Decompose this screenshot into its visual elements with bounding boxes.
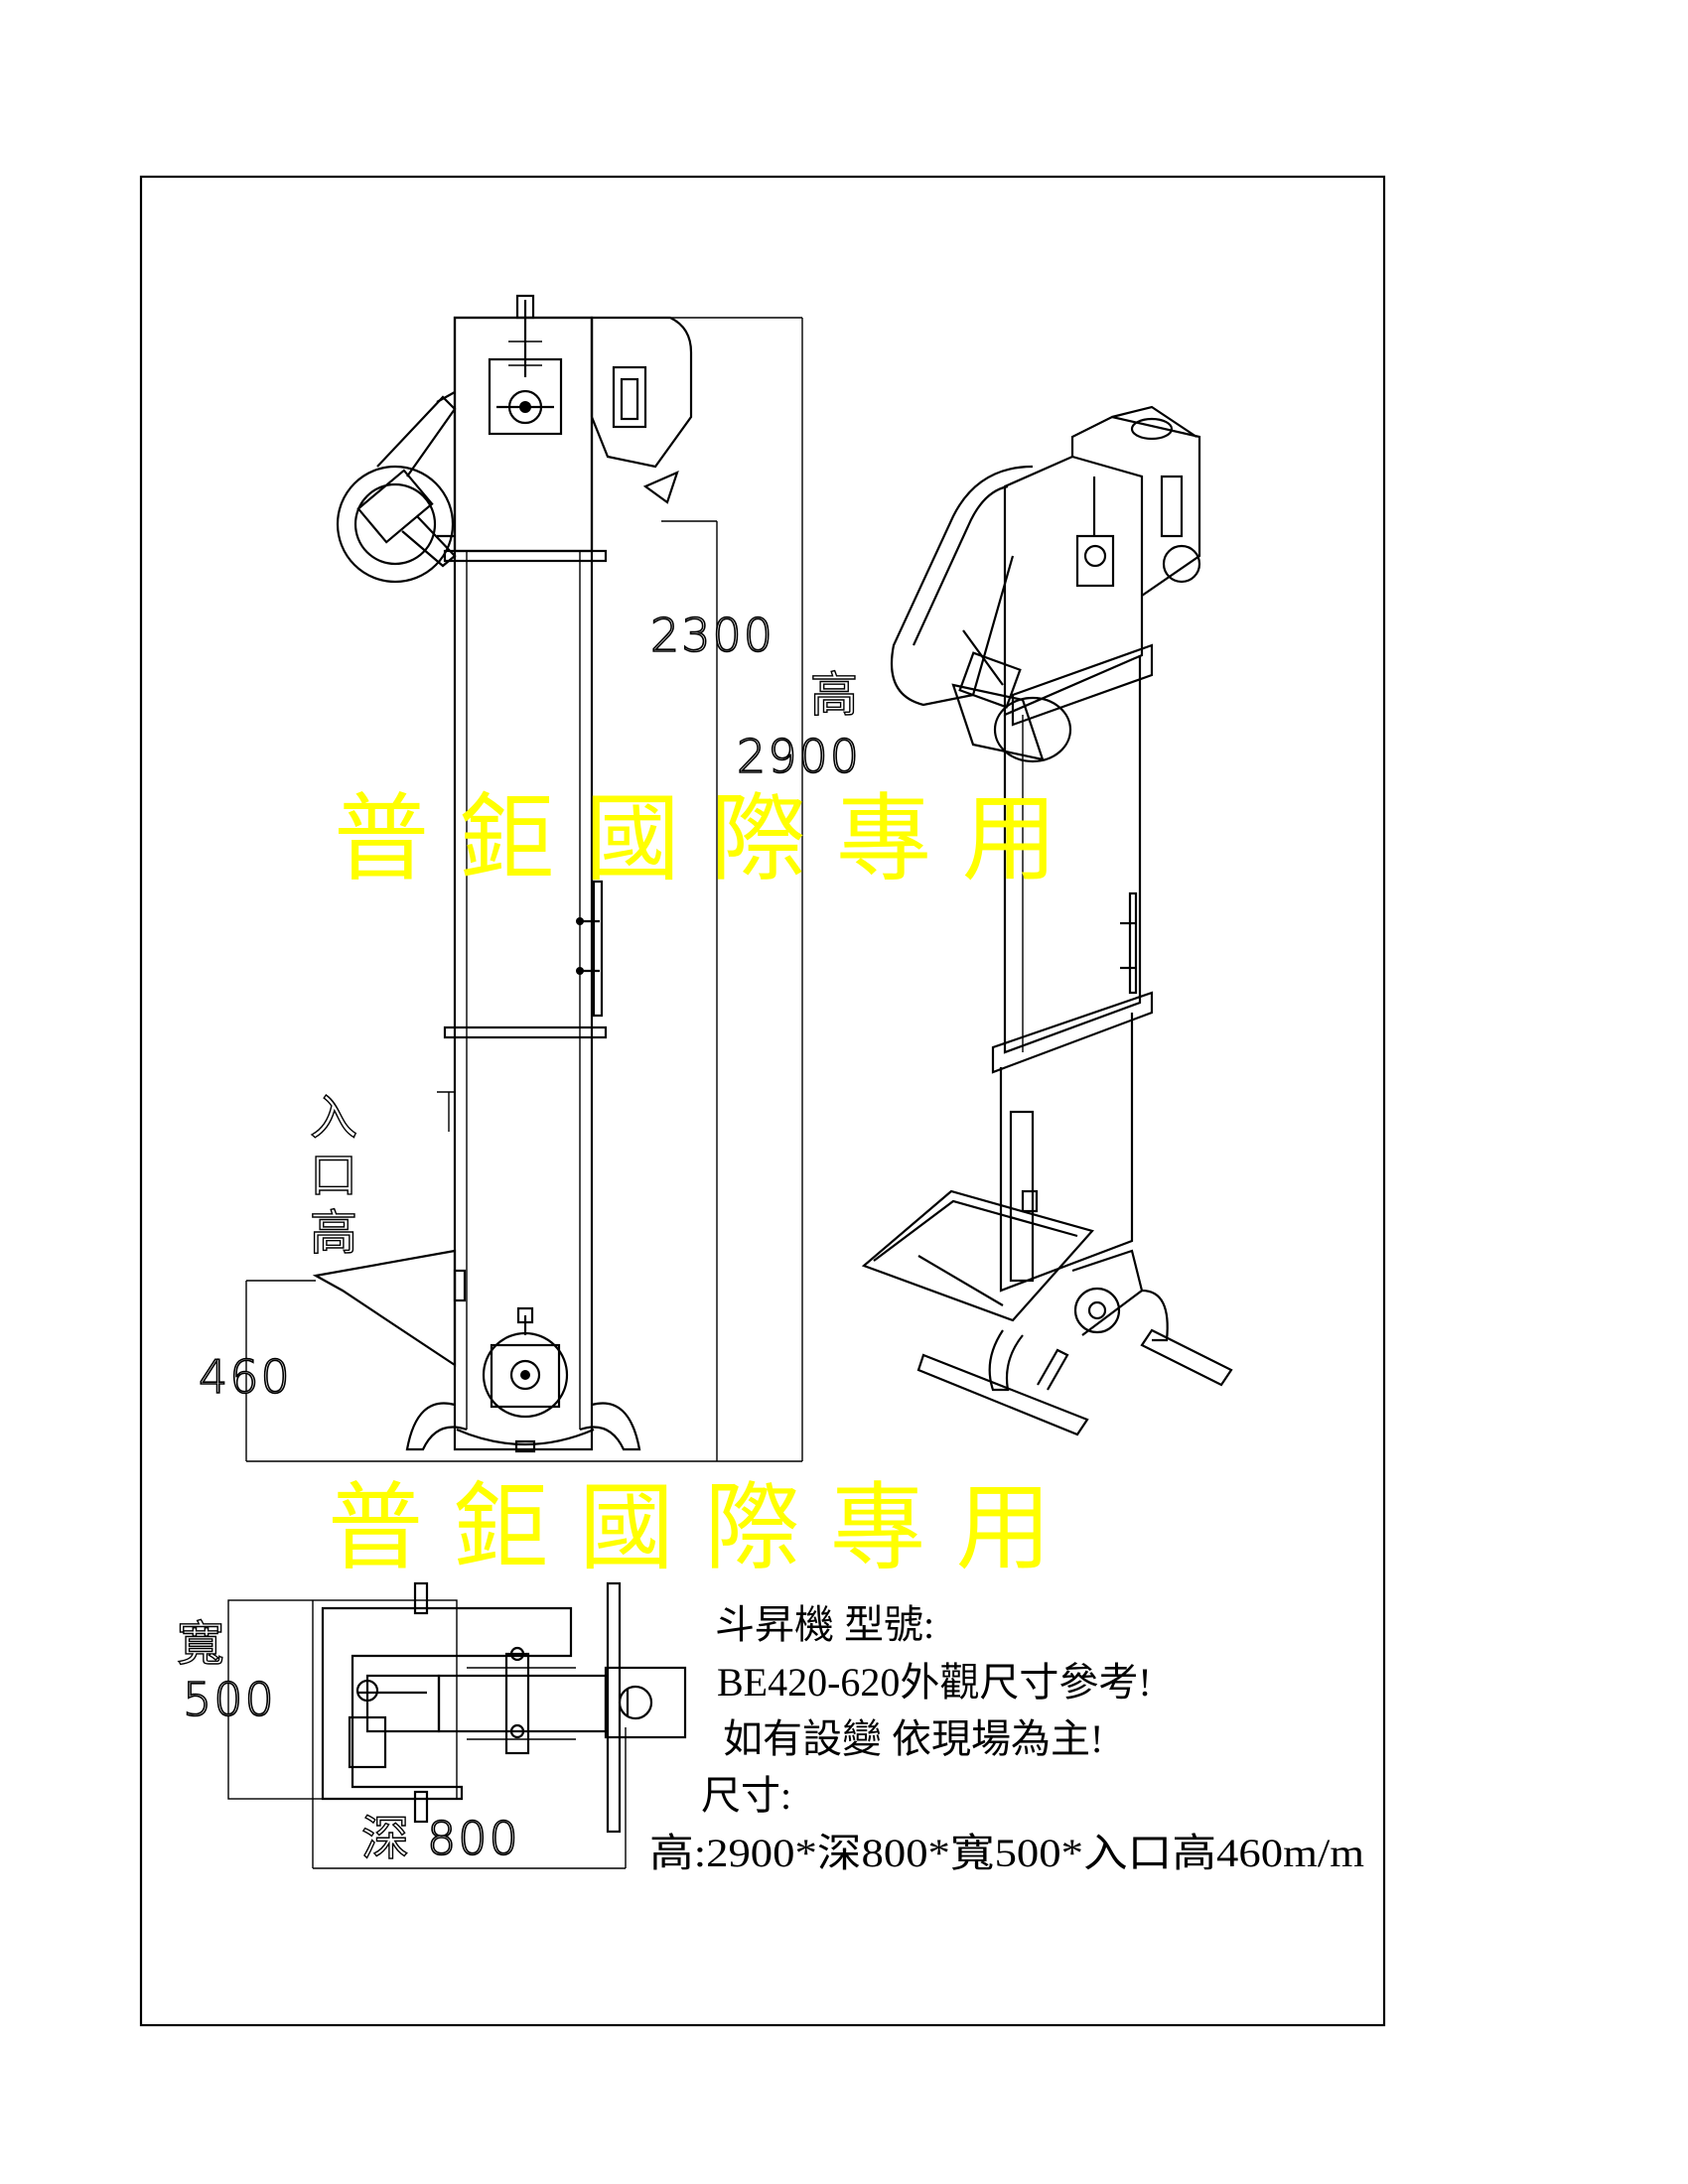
iso-belt-guard [890,465,1034,707]
note-line-2: BE420-620外觀尺寸參考! [717,1660,1152,1705]
drawing-frame [139,175,1386,2027]
front-motor [336,391,457,584]
watermark-bottom: 普 鉅 國 際 專 用 [328,1472,1052,1583]
note-line-5: 高:2900*深800*寬500*入口高460m/m [649,1831,1364,1875]
discharge-chute [590,316,693,469]
iso-inlet-hopper [861,1189,1094,1322]
dim-inlet-label-2: 口 [310,1148,357,1203]
dim-800: 800 [427,1812,520,1865]
note-line-3: 如有設變 依現場為主! [723,1716,1103,1761]
dim-inlet-label-3: 高 [310,1205,357,1261]
front-view [245,294,803,1462]
top-view [227,1581,687,1869]
dim-2900: 2900 [737,730,861,783]
note-line-1: 斗昇機 型號: [715,1602,934,1647]
watermark-top: 普 鉅 國 際 專 用 [334,783,1057,894]
note-line-4: 尺寸: [701,1773,791,1818]
isometric-view [861,405,1233,1436]
dim-460: 460 [199,1350,292,1404]
dim-inlet-label-1: 入 [310,1090,357,1146]
dim-2300: 2300 [650,609,774,662]
dim-total-height-label: 高 [810,667,858,723]
dim-width-label: 寬 [177,1616,224,1672]
inlet-hopper [312,1249,457,1368]
dim-500: 500 [183,1673,276,1726]
dim-depth-label: 深 [361,1811,409,1866]
boot-section [405,1306,641,1453]
